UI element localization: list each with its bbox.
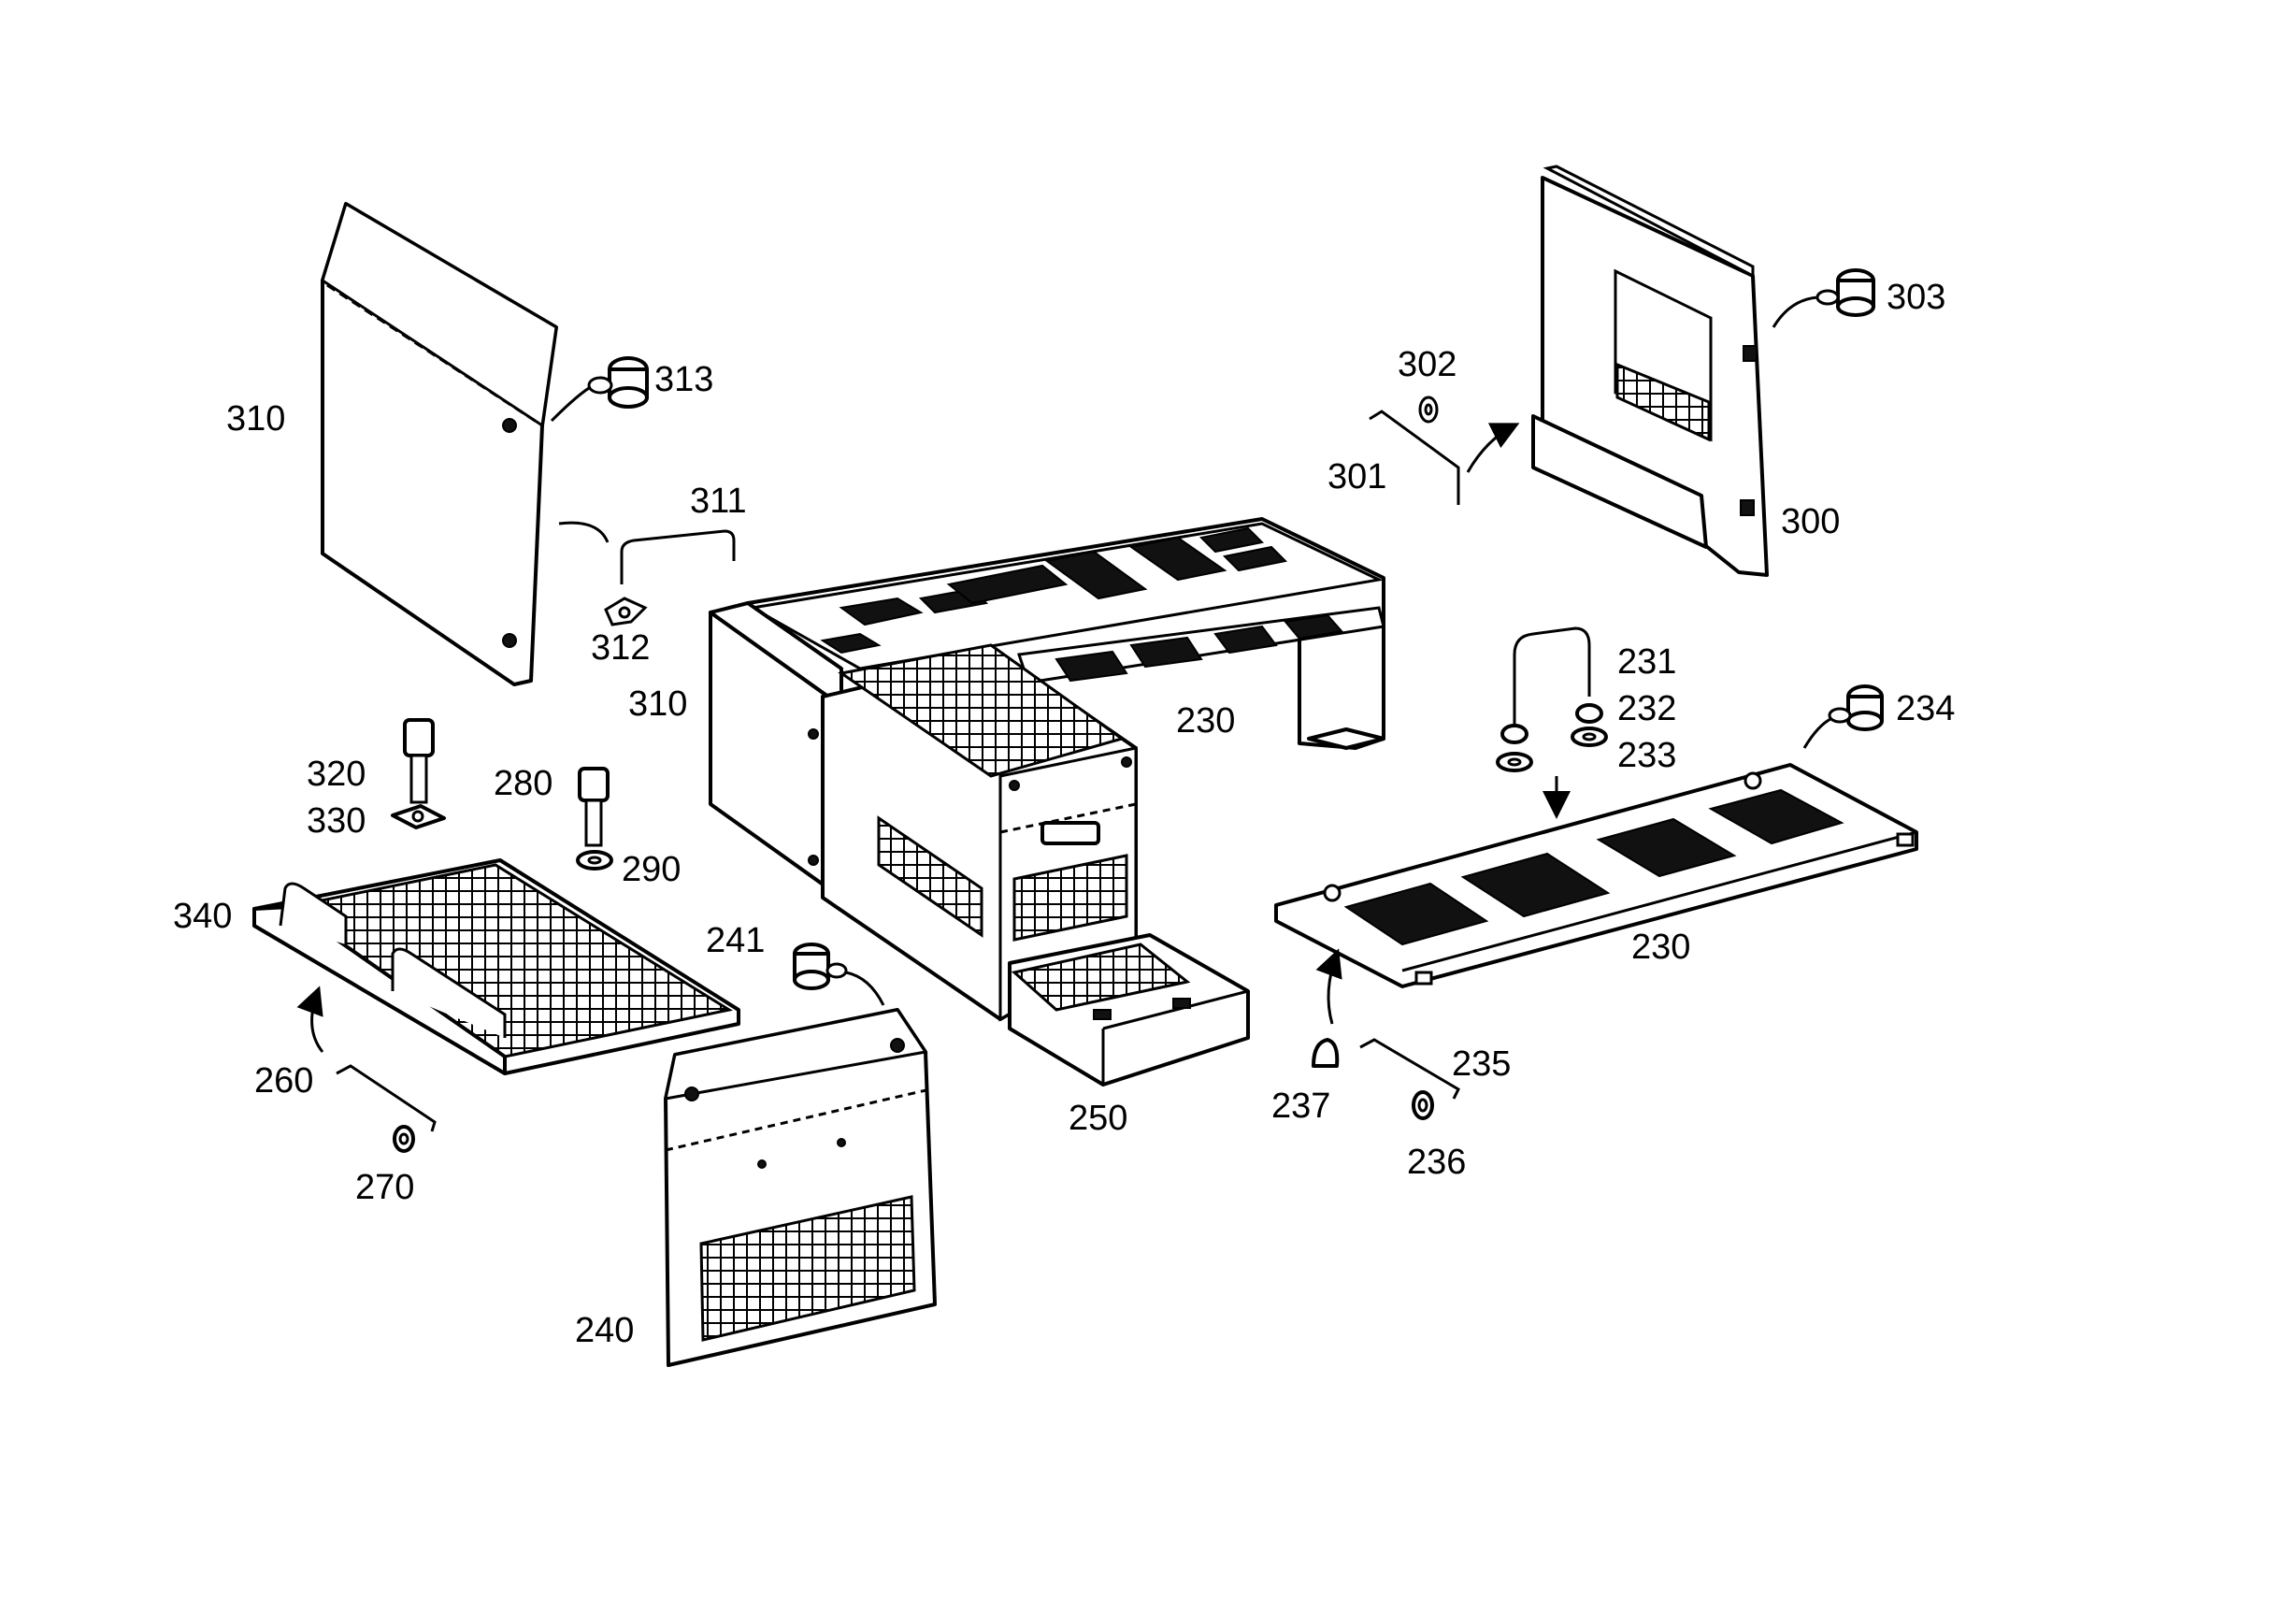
callout-270: 270	[355, 1168, 414, 1207]
plate-washer-330	[391, 804, 446, 829]
washer-236	[1412, 1090, 1434, 1120]
callout-290: 290	[622, 850, 681, 889]
callout-302: 302	[1398, 345, 1457, 384]
housing-body	[709, 517, 1385, 1022]
callout-250: 250	[1069, 1099, 1127, 1138]
callout-232: 232	[1617, 689, 1676, 728]
callout-230-lower: 230	[1631, 928, 1690, 967]
step-box-250	[1008, 933, 1250, 1087]
cap-fastener-234	[1802, 684, 1884, 749]
callout-235: 235	[1452, 1044, 1511, 1084]
plate-230	[1274, 763, 1918, 988]
pin-301	[1369, 410, 1520, 505]
washer-302	[1418, 396, 1439, 424]
callout-312: 312	[591, 628, 650, 668]
cap-fastener-313	[550, 356, 649, 423]
callout-236: 236	[1407, 1143, 1466, 1182]
side-panel-310	[321, 201, 558, 686]
callout-241: 241	[706, 921, 765, 960]
side-panel-300	[1531, 165, 1769, 577]
callout-313: 313	[654, 360, 713, 399]
nut-232	[1500, 703, 1603, 744]
step-plate-340	[252, 858, 740, 1075]
callout-231: 231	[1617, 642, 1676, 682]
callout-303: 303	[1887, 278, 1945, 317]
callout-280: 280	[494, 764, 552, 803]
callout-310-body: 310	[628, 684, 687, 724]
cap-237	[1312, 1038, 1340, 1068]
screw-280	[578, 767, 610, 847]
pin-235	[1359, 1038, 1460, 1100]
leader-arrow-237	[1315, 948, 1342, 1025]
bracket-311	[558, 521, 736, 584]
leader-arrow-260	[296, 986, 324, 1053]
cap-fastener-303	[1772, 268, 1875, 328]
cap-fastener-241	[793, 943, 885, 1006]
washer-290	[576, 850, 613, 871]
washer-233	[1496, 727, 1608, 819]
callout-240: 240	[575, 1311, 634, 1350]
callout-330: 330	[307, 801, 366, 841]
front-panel-240	[664, 1008, 937, 1367]
callout-230-upper: 230	[1176, 701, 1235, 741]
callout-301: 301	[1327, 457, 1386, 497]
callout-300: 300	[1781, 502, 1840, 541]
u-bolt-231	[1513, 626, 1591, 725]
callout-labels: 310 313 311 312 310 230 302 301 303 300 …	[173, 278, 1955, 1350]
callout-237: 237	[1271, 1087, 1330, 1126]
callout-233: 233	[1617, 736, 1676, 775]
callout-311: 311	[690, 482, 747, 521]
callout-260: 260	[254, 1061, 313, 1101]
callout-320: 320	[307, 755, 366, 794]
pin-260	[336, 1064, 437, 1132]
callout-234: 234	[1896, 689, 1955, 728]
washer-270	[393, 1125, 415, 1153]
callout-340: 340	[173, 897, 232, 936]
screw-320	[403, 718, 435, 804]
callout-310-left-panel: 310	[226, 399, 285, 439]
clip-312	[604, 597, 648, 626]
